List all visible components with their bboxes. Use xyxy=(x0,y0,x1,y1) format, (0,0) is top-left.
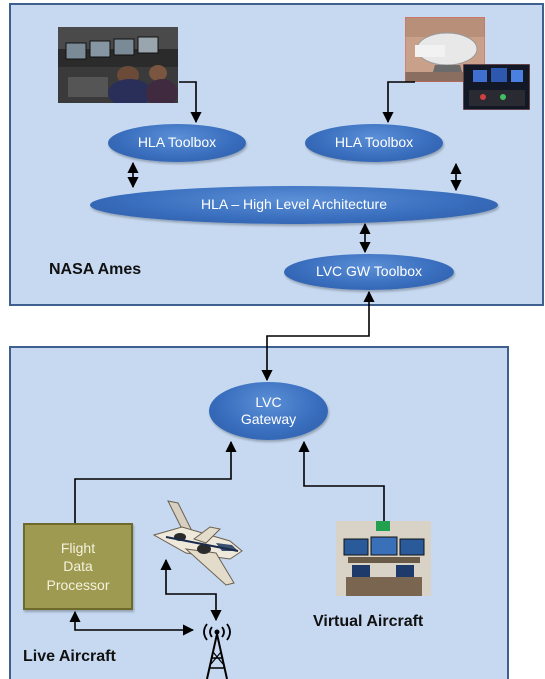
flight-data-processor-box: Flight Data Processor xyxy=(23,523,133,610)
lvc-gw-toolbox-label: LVC GW Toolbox xyxy=(315,263,423,280)
hla-toolbox-right-node: HLA Toolbox xyxy=(305,124,443,162)
hla-architecture-label: HLA – High Level Architecture xyxy=(201,196,387,213)
hla-toolbox-left-label: HLA Toolbox xyxy=(137,134,217,151)
virtual-aircraft-station-photo xyxy=(336,521,431,596)
radio-antenna-icon xyxy=(203,623,231,679)
flight-data-processor-label: Flight Data Processor xyxy=(46,540,110,593)
hla-toolbox-left-node: HLA Toolbox xyxy=(108,124,246,162)
lvc-gateway-node: LVC Gateway xyxy=(209,382,328,440)
live-aircraft-label: Live Aircraft xyxy=(23,648,116,665)
hla-architecture-node: HLA – High Level Architecture xyxy=(90,186,498,224)
control-room-photo xyxy=(58,27,178,103)
virtual-aircraft-label: Virtual Aircraft xyxy=(313,613,424,630)
hla-toolbox-right-label: HLA Toolbox xyxy=(334,134,414,151)
cockpit-photo xyxy=(463,64,530,110)
lvc-gw-toolbox-node: LVC GW Toolbox xyxy=(284,254,454,290)
lvc-gateway-label: LVC Gateway xyxy=(240,393,297,428)
nasa-ames-label: NASA Ames xyxy=(49,261,142,278)
